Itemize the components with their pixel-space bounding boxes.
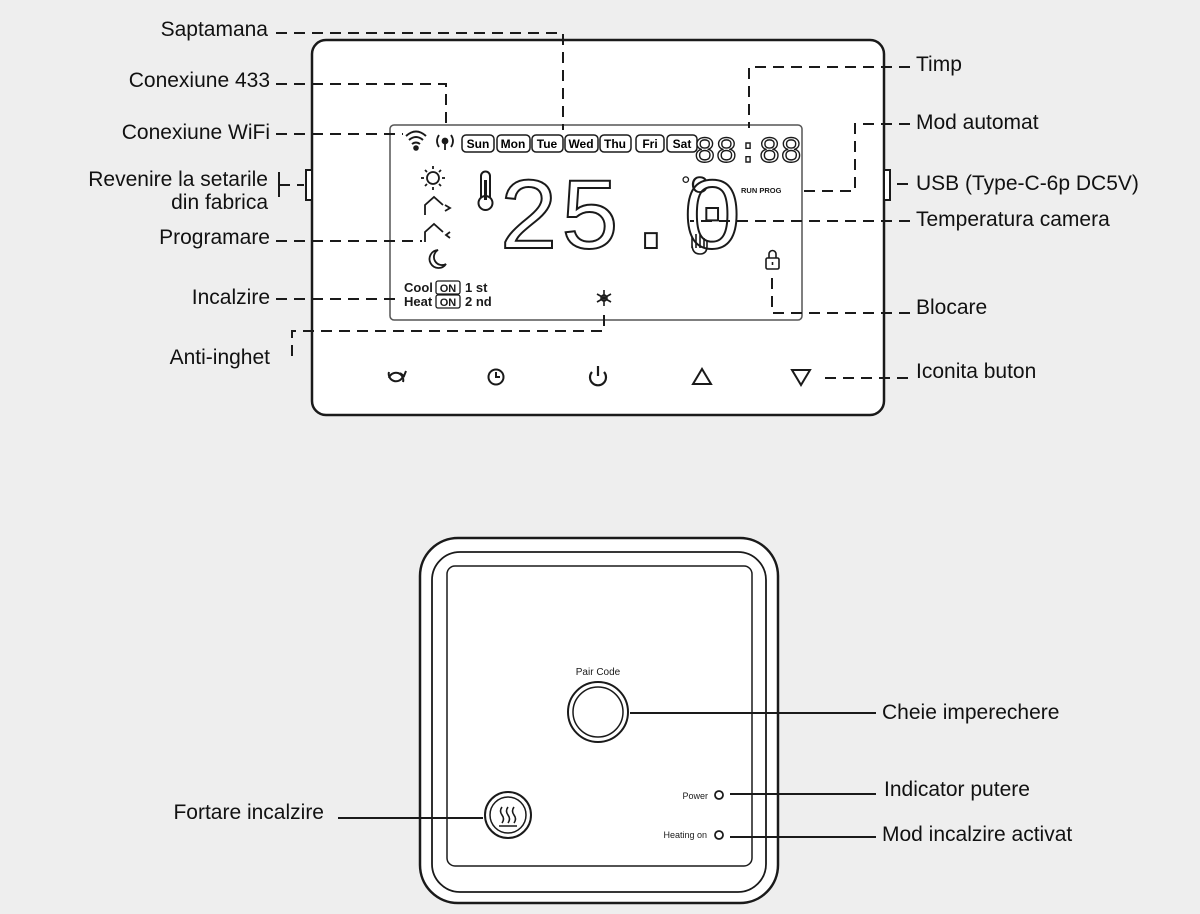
usb-port [883,169,891,201]
pair-code-label: Pair Code [576,667,621,678]
label-fortare-incalzire: Fortare incalzire [173,801,324,824]
day-sat: Sat [673,137,692,151]
power-led-label: Power [682,791,708,801]
label-revenire-2: din fabrica [171,191,268,214]
mode-button[interactable] [387,370,407,383]
heat-on-badge [435,294,461,309]
label-saptamana: Saptamana [160,18,268,41]
manual-hand-icon [691,234,708,255]
heat-waves-icon [499,806,517,827]
cool-on-text: ON [440,283,457,295]
label-indicator-putere: Indicator putere [884,778,1030,801]
label-blocare: Blocare [916,296,988,319]
moon-icon [428,249,447,269]
day-fri: Fri [642,137,657,151]
label-programare: Programare [159,226,270,249]
label-cheie-imperechere: Cheie imperechere [882,701,1060,724]
pair-code-button[interactable] [567,681,629,743]
leave-home-icon [424,195,452,215]
return-home-icon [424,222,451,242]
wifi-icon [405,130,427,151]
thermometer-icon [477,170,494,211]
heat-on-text: ON [440,297,457,309]
label-mod-automat: Mod automat [916,111,1039,134]
heating-led [714,830,724,840]
day-tue: Tue [537,137,558,151]
receiver-device: Pair Code Power Heating on [338,536,876,905]
run-prog-text: RUN PROG [741,186,782,195]
label-revenire-1: Revenire la setarile [88,168,268,191]
cool-on-badge [435,280,461,295]
reset-tab [305,169,313,201]
label-conexiune-433: Conexiune 433 [128,69,270,92]
cool-heat-status: Cool ON 1 st Heat ON 2 nd [404,280,492,309]
time-display: 88:88 [694,132,802,173]
label-usb: USB (Type-C-6p DC5V) [916,172,1139,195]
label-timp: Timp [916,53,962,76]
sun-icon [421,166,445,190]
clock-button[interactable] [487,368,505,386]
label-incalzire: Incalzire [191,286,270,309]
day-thu: Thu [604,137,626,151]
power-led [714,790,724,800]
power-button[interactable] [588,366,608,387]
weekday-row: Sun Mon Tue Wed Thu Fri Sat [461,134,698,153]
thermostat-device [305,38,891,417]
up-arrow-button[interactable] [691,367,713,385]
lock-icon [765,249,780,270]
label-anti-inghet: Anti-inghet [169,346,270,369]
label-iconita-buton: Iconita buton [916,360,1037,383]
day-sun: Sun [467,137,490,151]
cool-label: Cool [404,280,433,295]
leader-lines [276,32,910,379]
down-arrow-button[interactable] [790,369,812,387]
snowflake-icon [596,290,612,306]
label-conexiune-wifi: Conexiune WiFi [121,121,270,144]
heating-led-label: Heating on [663,830,707,840]
radio-433-icon [436,134,454,150]
second-stage: 2 nd [465,294,492,309]
heat-label: Heat [404,294,433,309]
first-stage: 1 st [465,280,488,295]
label-temperatura-camera: Temperatura camera [916,208,1110,231]
label-mod-incalzire: Mod incalzire activat [882,823,1073,846]
day-wed: Wed [568,137,593,151]
day-mon: Mon [501,137,526,151]
temperature-unit: °C [681,172,708,199]
lcd-screen [389,124,803,321]
force-heat-button[interactable] [484,791,532,839]
